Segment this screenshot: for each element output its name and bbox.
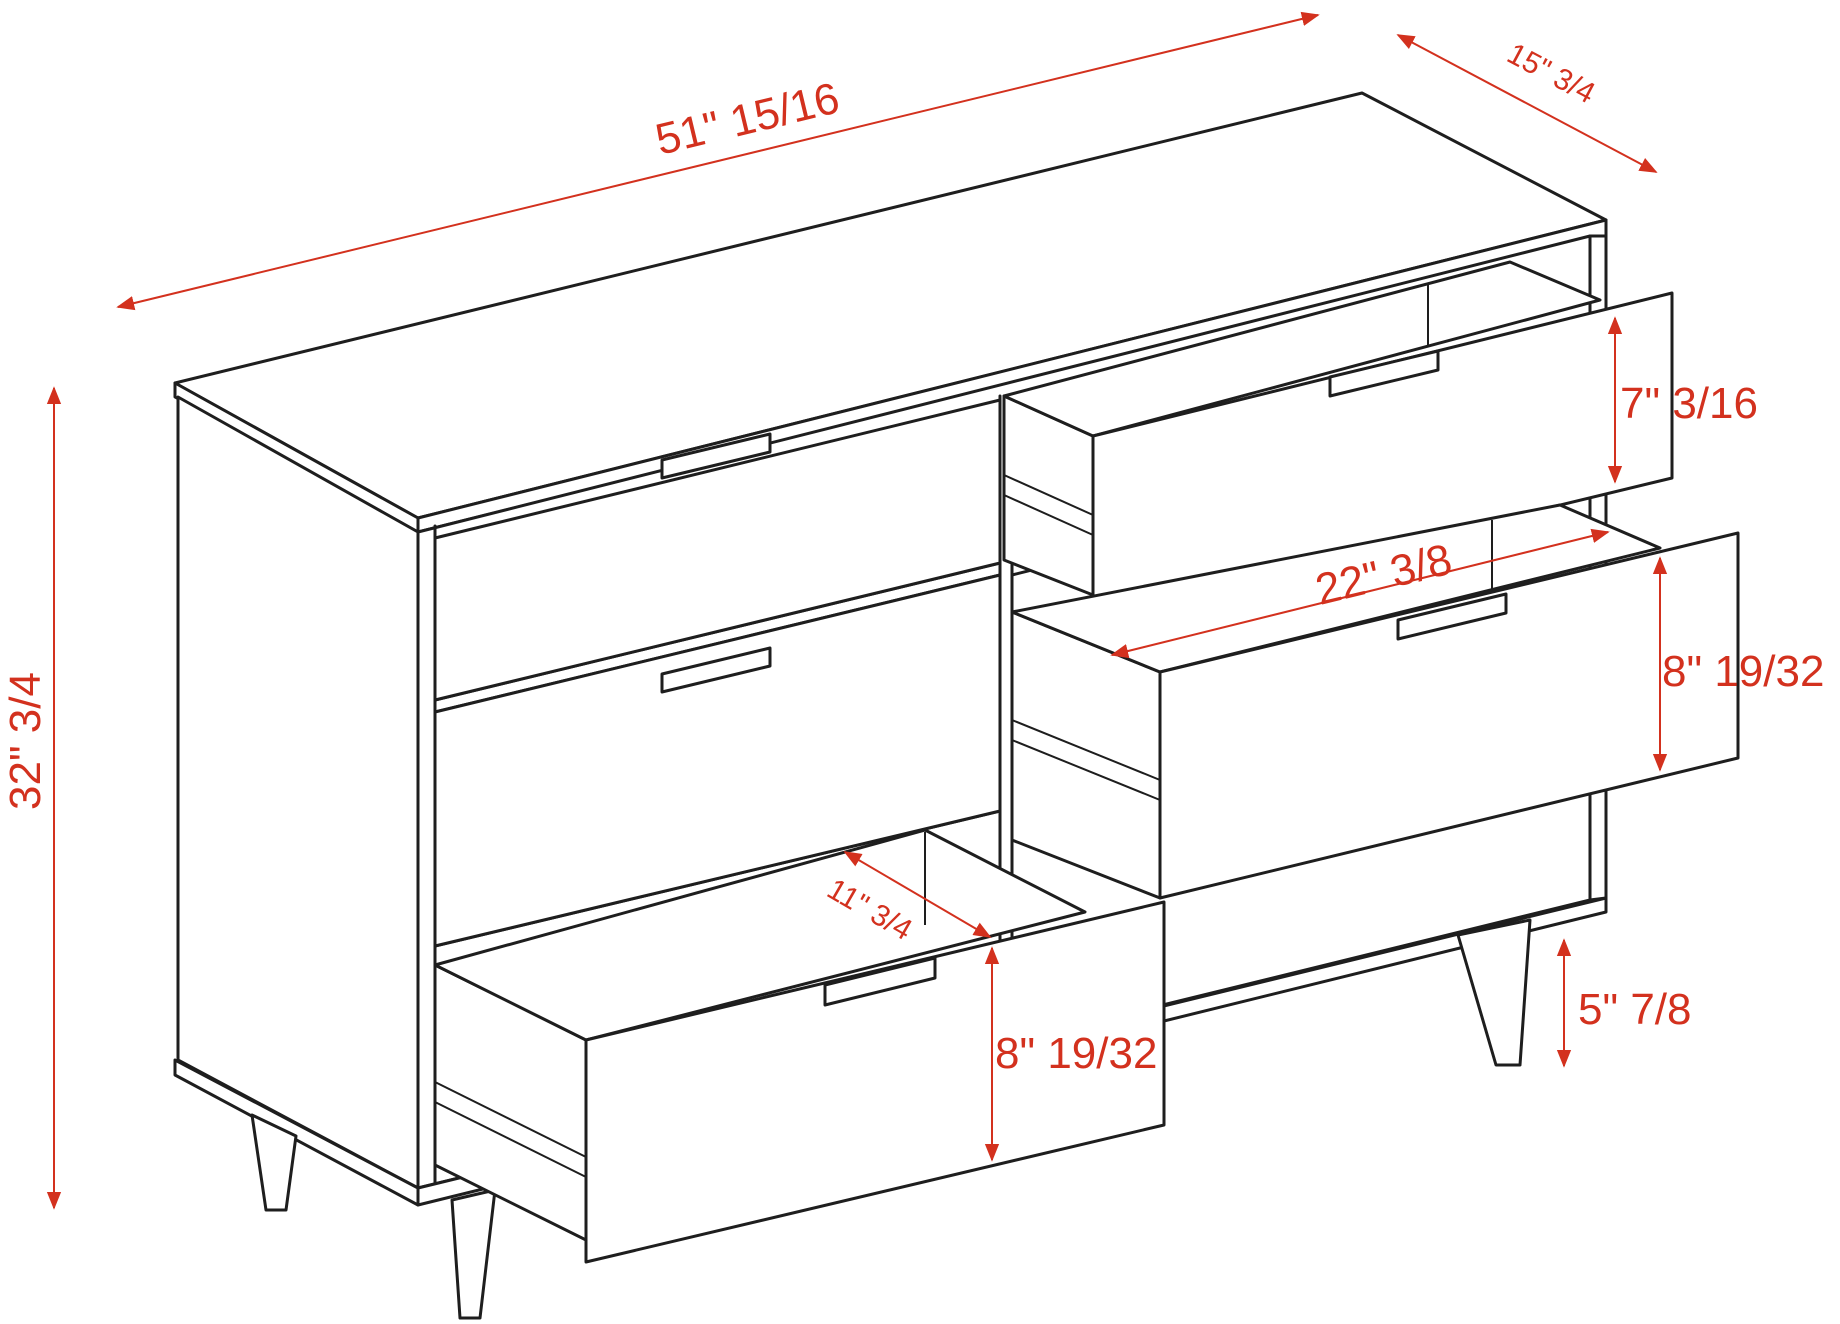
leg-height-label: 5" 7/8	[1578, 985, 1691, 1034]
depth-dimension-line	[1396, 34, 1658, 173]
leg-back-right	[1456, 918, 1532, 1067]
width-label: 51" 15/16	[651, 73, 844, 164]
depth-label: 15" 3/4	[1502, 37, 1601, 110]
height-label: 32" 3/4	[1, 672, 50, 810]
middle-drawer-height-label: 8" 19/32	[1662, 647, 1824, 696]
drawer-handle	[1328, 349, 1440, 398]
drawer-width-line	[1110, 528, 1610, 659]
dresser-legs	[250, 918, 1532, 1320]
width-dimension-line	[116, 11, 1320, 311]
dimension-lines	[46, 11, 1668, 1210]
dresser-left-side	[176, 395, 420, 1190]
bottom-drawer-height-label: 8" 19/32	[995, 1029, 1157, 1078]
leg-front-left	[250, 1113, 298, 1212]
drawer-top-left	[433, 398, 1002, 702]
drawer-middle-left	[433, 573, 1002, 948]
leg-front-center	[450, 1188, 497, 1320]
top-drawer-height-label: 7" 3/16	[1620, 379, 1758, 428]
drawer-handle	[660, 432, 772, 480]
drawer-handle	[660, 646, 772, 694]
drawer-handle	[823, 956, 937, 1007]
drawer-depth-line	[843, 851, 992, 938]
drawer-front-panel	[584, 900, 1166, 1264]
